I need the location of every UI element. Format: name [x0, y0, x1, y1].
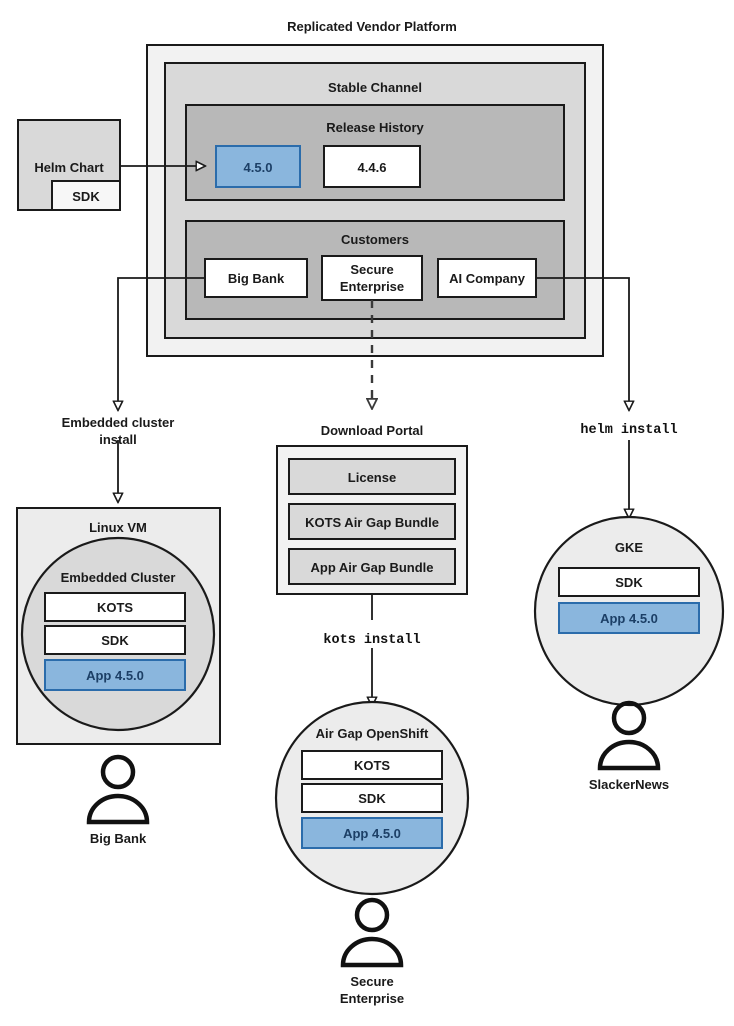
linux-vm-component-app[interactable]	[44, 659, 186, 691]
release-version-0: 4.5.0	[244, 160, 273, 175]
portal-item-license[interactable]	[288, 458, 456, 495]
user-label-slackernews: SlackerNews	[589, 777, 669, 792]
airgap-component-kots[interactable]	[301, 750, 443, 780]
customer-label-2: AI Company	[449, 271, 526, 286]
release-history-label: Release History	[326, 120, 424, 135]
release-version-1: 4.4.6	[358, 160, 387, 175]
embedded-cluster-label: Embedded Cluster	[61, 570, 176, 585]
customer-big-bank[interactable]	[204, 258, 308, 298]
portal-item-app-airgap[interactable]	[288, 548, 456, 585]
helm-chart-label: Helm Chart	[34, 160, 104, 175]
user-label-secure-enterprise-line1: Secure	[350, 974, 393, 989]
person-icon-slackernews	[597, 700, 661, 771]
portal-item-label-1: KOTS Air Gap Bundle	[305, 515, 439, 530]
linux-vm-component-sdk[interactable]	[44, 625, 186, 655]
linux-vm-component-label-1: SDK	[101, 633, 129, 648]
user-label-secure-enterprise-line2: Enterprise	[340, 991, 404, 1006]
customer-label-1a: Secure	[350, 262, 393, 277]
release-card-4-5-0[interactable]	[215, 145, 301, 188]
linux-vm-component-label-2: App 4.5.0	[86, 668, 144, 683]
person-icon-big-bank	[86, 754, 150, 825]
customer-secure-enterprise[interactable]	[321, 255, 423, 301]
portal-item-label-2: App Air Gap Bundle	[310, 560, 433, 575]
embedded-install-label-line2: install	[99, 432, 137, 447]
airgap-component-label-0: KOTS	[354, 758, 390, 773]
portal-item-label-0: License	[348, 470, 396, 485]
airgap-component-label-2: App 4.5.0	[343, 826, 401, 841]
portal-item-kots-airgap[interactable]	[288, 503, 456, 540]
stable-channel-label: Stable Channel	[328, 80, 422, 95]
gke-component-label-0: SDK	[615, 575, 643, 590]
airgap-component-label-1: SDK	[358, 791, 386, 806]
linux-vm-label: Linux VM	[89, 520, 147, 535]
linux-vm-component-kots[interactable]	[44, 592, 186, 622]
linux-vm-component-label-0: KOTS	[97, 600, 133, 615]
gke-component-app[interactable]	[558, 602, 700, 634]
user-label-big-bank: Big Bank	[90, 831, 147, 846]
helm-chart-sdk-label: SDK	[72, 189, 100, 204]
gke-component-label-1: App 4.5.0	[600, 611, 658, 626]
customer-label-0: Big Bank	[228, 271, 285, 286]
airgap-openshift-label: Air Gap OpenShift	[316, 726, 429, 741]
connector-bigbank-left-rail	[118, 277, 205, 410]
gke-component-sdk[interactable]	[558, 567, 700, 597]
customer-ai-company[interactable]	[437, 258, 537, 298]
airgap-component-sdk[interactable]	[301, 783, 443, 813]
customers-label: Customers	[341, 232, 409, 247]
release-card-4-4-6[interactable]	[323, 145, 421, 188]
customer-label-1b: Enterprise	[340, 279, 404, 294]
helm-chart-sdk-box	[51, 180, 121, 211]
connector-aicompany-right-rail	[536, 277, 629, 410]
airgap-component-app[interactable]	[301, 817, 443, 849]
download-portal-title: Download Portal	[321, 423, 424, 438]
page-title: Replicated Vendor Platform	[287, 19, 457, 34]
kots-install-label: kots install	[323, 633, 420, 648]
helm-install-label: helm install	[580, 423, 677, 438]
embedded-install-label-line1: Embedded cluster	[62, 415, 175, 430]
gke-label: GKE	[615, 540, 644, 555]
person-icon-secure-enterprise	[340, 897, 404, 968]
